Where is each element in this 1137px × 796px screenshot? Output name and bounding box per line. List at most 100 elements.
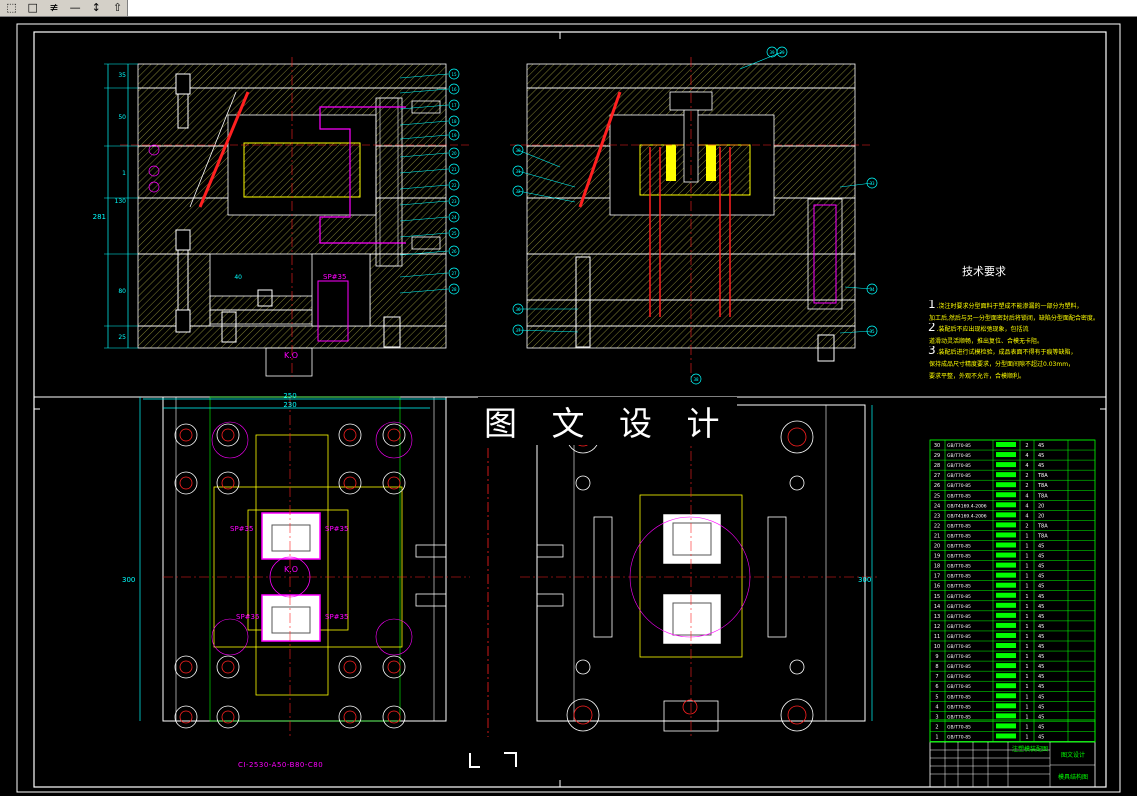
sprue-label: SP#35 [325, 613, 349, 621]
bom-cell-material: 45 [1038, 624, 1044, 630]
tech-requirement-number: 1 [928, 300, 936, 311]
bom-cell-name [996, 472, 1016, 478]
bom-cell-part: GB/T70-85 [947, 533, 971, 539]
bom-cell-name [996, 703, 1016, 709]
guide-bushing [379, 97, 399, 267]
bolt-hole [174, 655, 198, 679]
leader-line [399, 272, 449, 278]
leader-line [517, 149, 561, 168]
part-balloon-number: 23 [451, 199, 457, 204]
bom-cell-part: GB/T70-85 [947, 574, 971, 580]
bom-cell-name [996, 542, 1016, 548]
ejector-box [311, 253, 371, 327]
bolt-hole [382, 655, 406, 679]
bom-cell-name [996, 462, 1016, 468]
bom-cell-material: T8A [1037, 473, 1048, 479]
bom-cell-qty: 1 [1025, 544, 1028, 550]
bom-cell-no: 6 [935, 684, 938, 690]
bom-cell-qty: 1 [1025, 664, 1028, 670]
bom-cell-name [996, 502, 1016, 508]
part-balloon [512, 185, 524, 197]
bom-cell-material: 20 [1038, 503, 1044, 509]
bom-cell-qty: 1 [1025, 584, 1028, 590]
bom-cell-no: 7 [935, 674, 938, 680]
bom-cell-qty: 1 [1025, 684, 1028, 690]
bom-cell-qty: 1 [1025, 554, 1028, 560]
leader-line [739, 51, 783, 70]
core-2 [663, 594, 721, 644]
bolt-hole [216, 705, 240, 729]
bom-cell-material: 45 [1038, 684, 1044, 690]
mold-base-model-label: CI-2530-A50-B80-C80 [238, 761, 324, 769]
screw-head [175, 229, 191, 251]
bom-cell-no: 5 [935, 694, 938, 700]
part-balloon-number: 17 [451, 103, 457, 108]
bom-cell-part: GB/T70-85 [947, 634, 971, 640]
bom-cell-part: GB/T70-85 [947, 604, 971, 610]
leader-line [399, 88, 449, 94]
rectangle-select-icon[interactable]: □ [27, 1, 38, 14]
sprue-label: SP#35 [325, 525, 349, 533]
bom-cell-material: 20 [1038, 513, 1044, 519]
bolt-hole [216, 655, 240, 679]
leader-line [399, 232, 449, 238]
line-icon[interactable]: — [69, 1, 81, 14]
spacer-block-left [137, 253, 211, 327]
bom-cell-qty: 4 [1025, 493, 1028, 499]
bom-cell-no: 21 [934, 533, 940, 539]
part-balloon [448, 163, 460, 175]
bom-cell-qty: 4 [1025, 513, 1028, 519]
bom-cell-name [996, 592, 1016, 598]
bom-cell-no: 17 [934, 574, 940, 580]
bom-cell-name [996, 612, 1016, 618]
stretch-icon[interactable]: ⇧ [112, 1, 123, 14]
bom-cell-part: GB/T70-85 [947, 724, 971, 730]
part-balloon-number: 19 [451, 133, 457, 138]
part-balloon [690, 373, 702, 385]
bom-cell-part: GB/T70-85 [947, 624, 971, 630]
bom-cell-part: GB/T70-85 [947, 684, 971, 690]
align-icon[interactable]: ≢ [49, 1, 59, 14]
bom-cell-name [996, 733, 1016, 739]
part-balloon-number: 22 [451, 183, 457, 188]
dimension-text: 35 [118, 72, 126, 79]
cooling-fitting [415, 593, 447, 607]
cavity-gate-circle [375, 421, 413, 459]
bom-cell-material: 45 [1038, 694, 1044, 700]
bom-cell-part: GB/T70-85 [947, 453, 971, 459]
screw-body [177, 93, 189, 129]
leader-line [399, 104, 449, 110]
bom-cell-no: 27 [934, 473, 940, 479]
bolt-hole-inner [179, 428, 193, 442]
bom-cell-name [996, 442, 1016, 447]
part-balloon-number: 15 [451, 72, 457, 77]
bom-cell-material: 45 [1038, 674, 1044, 680]
tech-requirement-text: 加工后,然后与另一分型面密封后将锁闭，缺陷分型面配合密度。 [929, 314, 1099, 322]
bom-cell-part: GB/T70-85 [947, 564, 971, 570]
part-balloon [512, 165, 524, 177]
part-balloon [448, 68, 460, 80]
ko-hole [682, 699, 698, 715]
cad-drawing: 2813550113080254015161718192021222324252… [16, 23, 1121, 793]
leader-line [517, 329, 579, 333]
part-balloon-number: 36 [515, 307, 521, 312]
bom-cell-no: 29 [934, 453, 940, 459]
bom-cell-no: 20 [934, 544, 940, 550]
bom-cell-no: 13 [934, 614, 940, 620]
bom-cell-part: GB/T70-85 [947, 473, 971, 479]
bom-cell-no: 28 [934, 463, 940, 469]
bom-cell-qty: 4 [1025, 503, 1028, 509]
zoom-window-icon[interactable]: ⬚ [6, 1, 17, 14]
bolt-hole-inner [343, 428, 357, 442]
tech-requirement-text: 保持成品尺寸精度要求，分型面间隙不超过0.03mm， [929, 360, 1075, 368]
bom-cell-no: 22 [934, 523, 940, 529]
bom-cell-qty: 1 [1025, 724, 1028, 730]
part-balloon-number: 16 [451, 87, 457, 92]
move-icon[interactable]: ↕ [91, 1, 101, 14]
part-balloon-number: 21 [451, 167, 457, 172]
leader-line [399, 288, 449, 294]
dimension-text: 281 [93, 213, 106, 221]
bom-cell-part: GB/T70-85 [947, 554, 971, 560]
bom-cell-name [996, 632, 1016, 638]
